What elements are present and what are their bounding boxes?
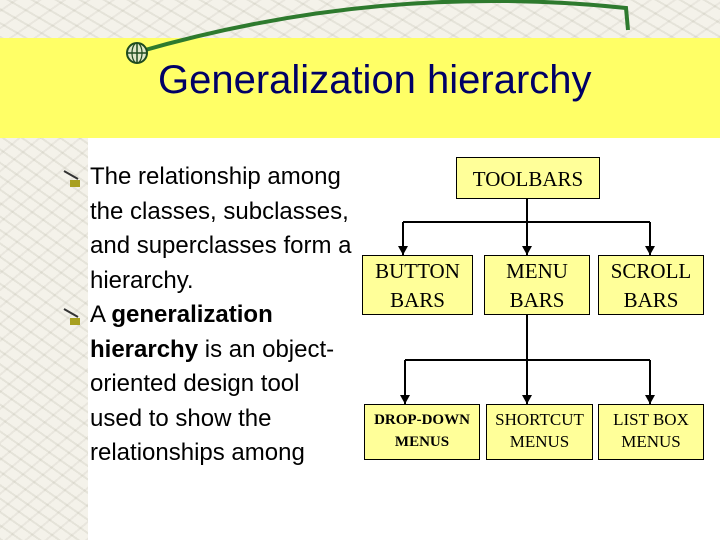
node-label-line2: BARS [390, 288, 445, 312]
node-label-line2: MENUS [621, 432, 681, 451]
bullet-mark-icon [63, 308, 80, 325]
bullet-text-suffix: is an object-oriented design tool used t… [90, 335, 335, 467]
node-label-line2: BARS [623, 288, 679, 312]
node-shortcut-menus: SHORTCUT MENUS [486, 404, 593, 460]
bullet-text: The relationship among the classes, subc… [90, 163, 352, 294]
bullet-item: The relationship among the classes, subc… [62, 160, 352, 298]
node-menu-bars: MENU BARS [484, 255, 590, 315]
title-decoration [126, 0, 630, 64]
node-drop-down-menus: DROP-DOWN MENUS [364, 404, 480, 460]
node-label-line2: MENUS [509, 432, 570, 451]
node-label-line1: MENU [506, 259, 568, 283]
node-list-box-menus: LIST BOX MENUS [598, 404, 704, 460]
globe-icon [126, 42, 148, 64]
title-band [0, 38, 720, 138]
bullet-text-prefix: A [90, 301, 112, 328]
node-label-line1: SHORTCUT [495, 410, 584, 429]
node-scroll-bars: SCROLL BARS [598, 255, 704, 315]
node-button-bars: BUTTON BARS [362, 255, 473, 315]
node-toolbars: TOOLBARS [456, 157, 600, 199]
node-label-line2: BARS [509, 288, 565, 312]
bullet-mark-icon [63, 170, 80, 187]
slide-title: Generalization hierarchy [158, 58, 592, 102]
bullet-text-bold: generalization hierarchy [90, 301, 273, 363]
node-label-line1: BUTTON [375, 259, 460, 283]
decorative-arc [137, 0, 630, 54]
node-label-line1: DROP-DOWN [374, 412, 470, 428]
bullet-item: A generalization hierarchy is an object-… [62, 298, 352, 471]
node-label-line2: MENUS [394, 434, 450, 450]
bullet-list: The relationship among the classes, subc… [62, 160, 352, 471]
node-label-line1: SCROLL [610, 259, 692, 283]
node-label-line1: LIST BOX [613, 410, 689, 429]
